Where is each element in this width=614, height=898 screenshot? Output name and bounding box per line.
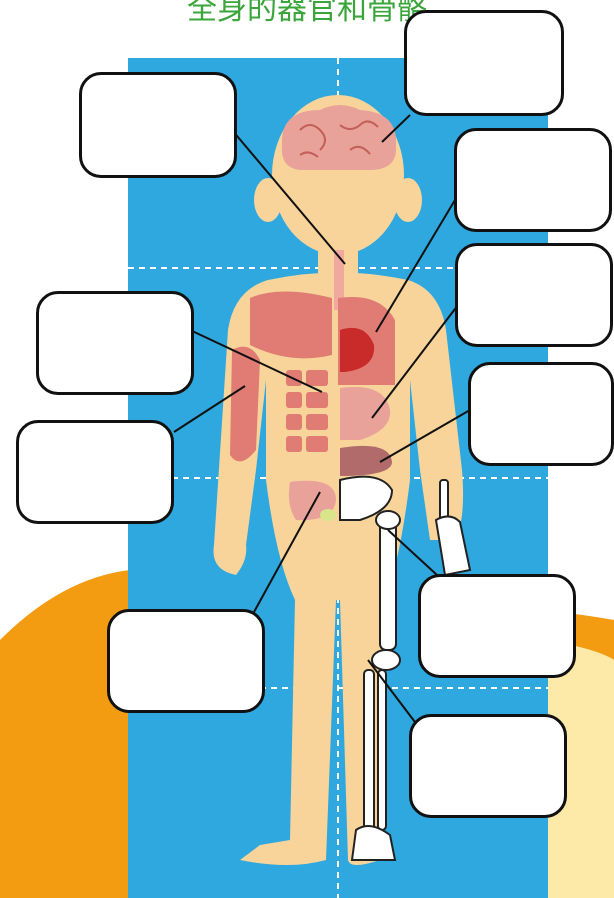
- brain: [282, 105, 396, 170]
- label-box-intestine[interactable]: [468, 362, 614, 466]
- label-box-stomach[interactable]: [455, 243, 613, 347]
- arm-muscle: [230, 347, 260, 462]
- label-box-large-intestine[interactable]: [107, 609, 265, 713]
- label-box-knee[interactable]: [409, 714, 567, 818]
- label-box-trachea[interactable]: [79, 72, 237, 178]
- label-box-muscles[interactable]: [36, 291, 194, 395]
- label-box-heart[interactable]: [454, 128, 612, 232]
- label-box-arm-muscle[interactable]: [16, 420, 174, 524]
- label-box-brain[interactable]: [404, 10, 564, 116]
- bladder: [320, 509, 336, 521]
- label-box-pelvis[interactable]: [418, 574, 576, 678]
